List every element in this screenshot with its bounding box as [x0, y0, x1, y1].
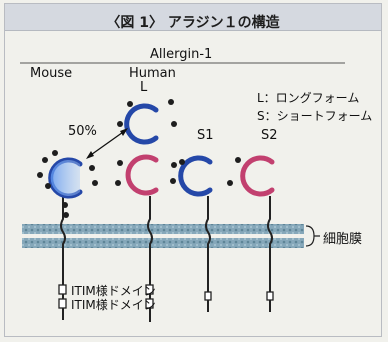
mouse-itim-2 [58, 298, 67, 309]
s1-ig-domain [178, 155, 213, 197]
title-bar: 〈図 1〉 アラジン１の構造 [5, 4, 381, 31]
s1-itim [204, 291, 212, 301]
legend-long: L：ロングフォーム [257, 91, 360, 105]
membrane-bracket [305, 225, 320, 247]
s2-ig-domain [240, 155, 275, 197]
mouse-stalk [60, 196, 66, 320]
homology-percent: 50% [68, 124, 97, 139]
cell-membrane [22, 224, 304, 248]
isoform-s2-label: S2 [261, 128, 278, 143]
figure-title: 〈図 1〉 アラジン１の構造 [106, 15, 280, 31]
isoform-long-label: L [140, 80, 148, 95]
itim-label-1: ITIM様ドメイン [71, 284, 156, 298]
human-upper-ig-domain [124, 103, 159, 145]
s2-itim [266, 291, 274, 301]
s2-stalk [267, 196, 273, 312]
glycosylation-dots [37, 99, 241, 218]
human-label: Human [129, 66, 176, 81]
membrane-label: 細胞膜 [323, 232, 363, 247]
human-long-stalk [147, 196, 153, 322]
membrane-inner-leaflet [22, 238, 304, 248]
homology-arrow [86, 128, 128, 159]
human-lower-ig-domain [125, 154, 159, 196]
mouse-ig-fill [50, 160, 80, 197]
s1-stalk [205, 196, 211, 312]
legend-short: S：ショートフォーム [257, 109, 373, 123]
itim-label-2: ITIM様ドメイン [71, 298, 156, 312]
isoform-s1-label: S1 [197, 128, 214, 143]
mouse-label: Mouse [30, 66, 73, 81]
human-itim-2 [145, 298, 154, 309]
human-itim-1 [145, 284, 154, 295]
allergin-label: Allergin-1 [150, 47, 213, 62]
figure-frame [4, 3, 382, 337]
membrane-outer-leaflet [22, 224, 304, 234]
mouse-itim-1 [58, 284, 67, 295]
